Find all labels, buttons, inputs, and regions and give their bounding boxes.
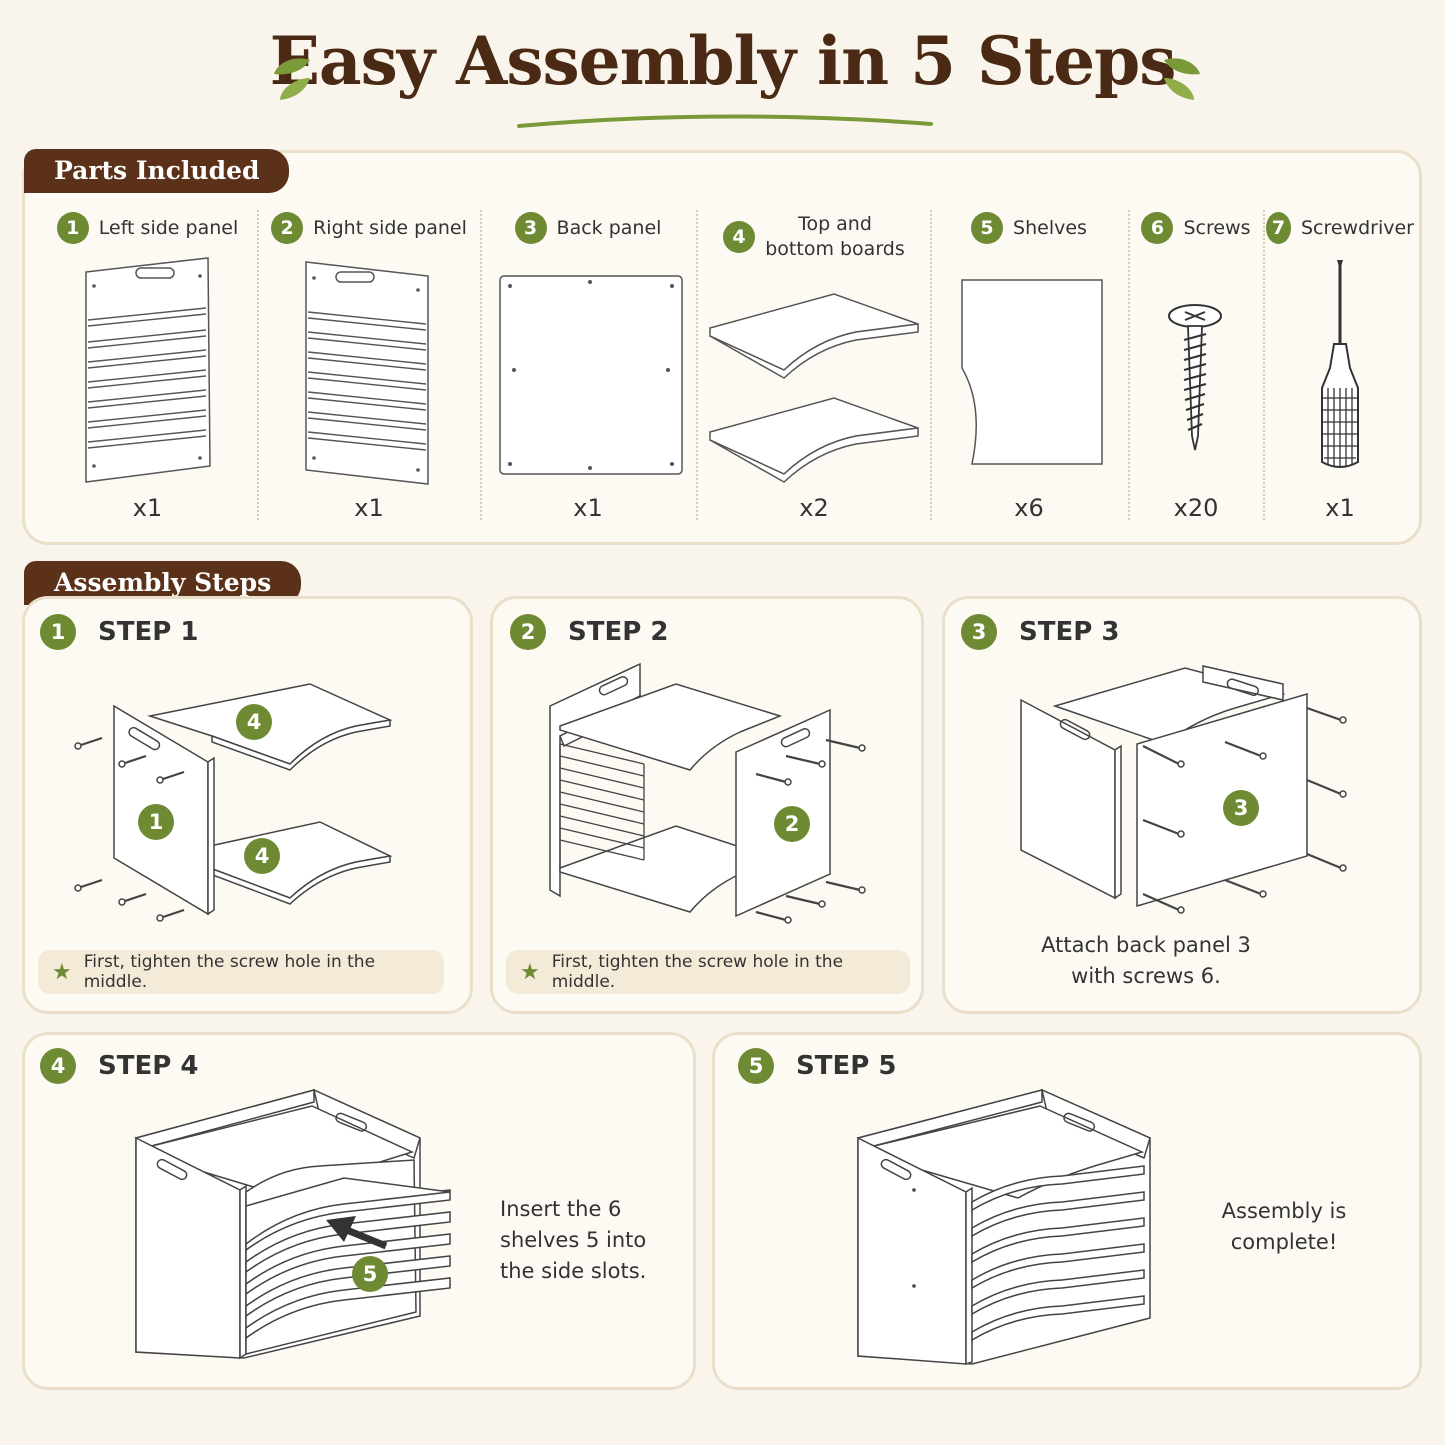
part-right-side-panel: 2 Right side panel x1 [260, 212, 478, 522]
step-2-diagram: 2 [549, 662, 866, 924]
step-1-card [22, 596, 473, 1014]
step-badge: 2 [510, 614, 546, 650]
step-title: STEP 5 [796, 1051, 897, 1081]
page-title: Easy Assembly in 5 Steps [269, 22, 1177, 100]
screwdriver-icon [1321, 260, 1359, 468]
step-badge: 3 [961, 614, 997, 650]
note-line: Assembly is [1221, 1199, 1347, 1223]
note-line: Insert the 6 [500, 1197, 622, 1221]
svg-text:4: 4 [255, 844, 270, 868]
part-badge: 6 [1141, 212, 1174, 244]
step-1-diagram: 4 4 1 [74, 683, 393, 922]
star-icon: ★ [52, 959, 72, 985]
part-screwdriver: 7 Screwdriver x1 [1266, 212, 1414, 522]
tip-text: First, tighten the screw hole in the mid… [83, 952, 376, 992]
title-underline [517, 114, 933, 128]
part-qty: x2 [799, 494, 829, 522]
leaf-left-icon [274, 58, 310, 100]
part-top-bottom-boards: 4 Top and bottom boards x2 [700, 212, 928, 522]
part-badge: 1 [56, 212, 89, 244]
part-badge: 3 [514, 212, 547, 244]
parts-tag: Parts Included [24, 149, 290, 193]
tip-text: First, tighten the screw hole in the mid… [551, 952, 844, 992]
step-badge: 5 [738, 1048, 774, 1084]
divider [1263, 210, 1265, 520]
divider [480, 210, 482, 520]
divider [257, 210, 259, 520]
part-qty: x1 [354, 494, 384, 522]
step-2-card [490, 596, 924, 1014]
part-screws: 6 Screws x20 [1130, 212, 1262, 522]
step-title: STEP 4 [98, 1051, 199, 1081]
part-qty: x1 [1325, 494, 1355, 522]
star-icon: ★ [520, 959, 540, 985]
part-label: Right side panel [313, 216, 467, 239]
part-label: Shelves [1013, 216, 1087, 239]
part-badge: 7 [1266, 212, 1291, 244]
step-4-diagram: 5 [134, 1088, 451, 1360]
note-line: complete! [1230, 1230, 1338, 1254]
part-left-side-panel: 1 Left side panel x1 [40, 212, 255, 522]
left-side-panel-icon [85, 257, 211, 483]
note-line: shelves 5 into [500, 1228, 647, 1252]
step-4-note: Insert the 6 shelves 5 into the side slo… [500, 1194, 660, 1287]
divider [1128, 210, 1130, 520]
step-5-header: 5 STEP 5 [738, 1048, 896, 1084]
part-label: Back panel [556, 216, 662, 239]
part-qty: x1 [573, 494, 603, 522]
right-side-panel-icon [305, 261, 429, 485]
step-badge: 4 [40, 1048, 76, 1084]
step-2-header: 2 STEP 2 [510, 614, 668, 650]
part-qty: x1 [132, 494, 163, 522]
part-badge: 5 [971, 212, 1004, 244]
leaf-right-icon [1164, 58, 1200, 100]
part-badge: 2 [271, 212, 304, 244]
back-panel-icon [499, 275, 683, 475]
part-shelves: 5 Shelves x6 [932, 212, 1126, 522]
step-3-diagram: 3 [1020, 665, 1347, 914]
note-line: Attach back panel 3 [1041, 933, 1251, 957]
svg-text:4: 4 [247, 710, 262, 734]
divider [930, 210, 932, 520]
step-2-tip: ★ First, tighten the screw hole in the m… [506, 950, 910, 994]
svg-text:2: 2 [785, 812, 800, 836]
part-label: Top and bottom boards [765, 213, 905, 260]
divider [696, 210, 698, 520]
board-icon [709, 293, 919, 483]
step-badge: 1 [40, 614, 76, 650]
step-3-note: Attach back panel 3 with screws 6. [1000, 930, 1292, 992]
svg-text:3: 3 [1234, 796, 1249, 820]
step-title: STEP 3 [1019, 617, 1120, 647]
shelf-icon [961, 279, 1103, 465]
step-4-header: 4 STEP 4 [40, 1048, 198, 1084]
note-line: with screws 6. [1071, 964, 1221, 988]
part-qty: x20 [1173, 494, 1219, 522]
step-3-header: 3 STEP 3 [961, 614, 1119, 650]
step-5-note: Assembly is complete! [1194, 1196, 1374, 1258]
part-back-panel: 3 Back panel x1 [482, 212, 694, 522]
step-1-tip: ★ First, tighten the screw hole in the m… [38, 950, 444, 994]
step-title: STEP 2 [568, 617, 669, 647]
part-qty: x6 [1014, 494, 1044, 522]
step-5-diagram [856, 1088, 1151, 1366]
svg-text:1: 1 [149, 810, 164, 834]
part-label: Screws [1183, 216, 1251, 239]
step-1-header: 1 STEP 1 [40, 614, 198, 650]
part-label: Screwdriver [1300, 216, 1414, 239]
part-badge: 4 [723, 221, 755, 253]
part-label: Left side panel [98, 216, 239, 239]
note-line: the side slots. [500, 1259, 647, 1283]
screw-icon [1168, 304, 1222, 451]
svg-text:5: 5 [363, 1262, 378, 1286]
step-title: STEP 1 [98, 617, 199, 647]
